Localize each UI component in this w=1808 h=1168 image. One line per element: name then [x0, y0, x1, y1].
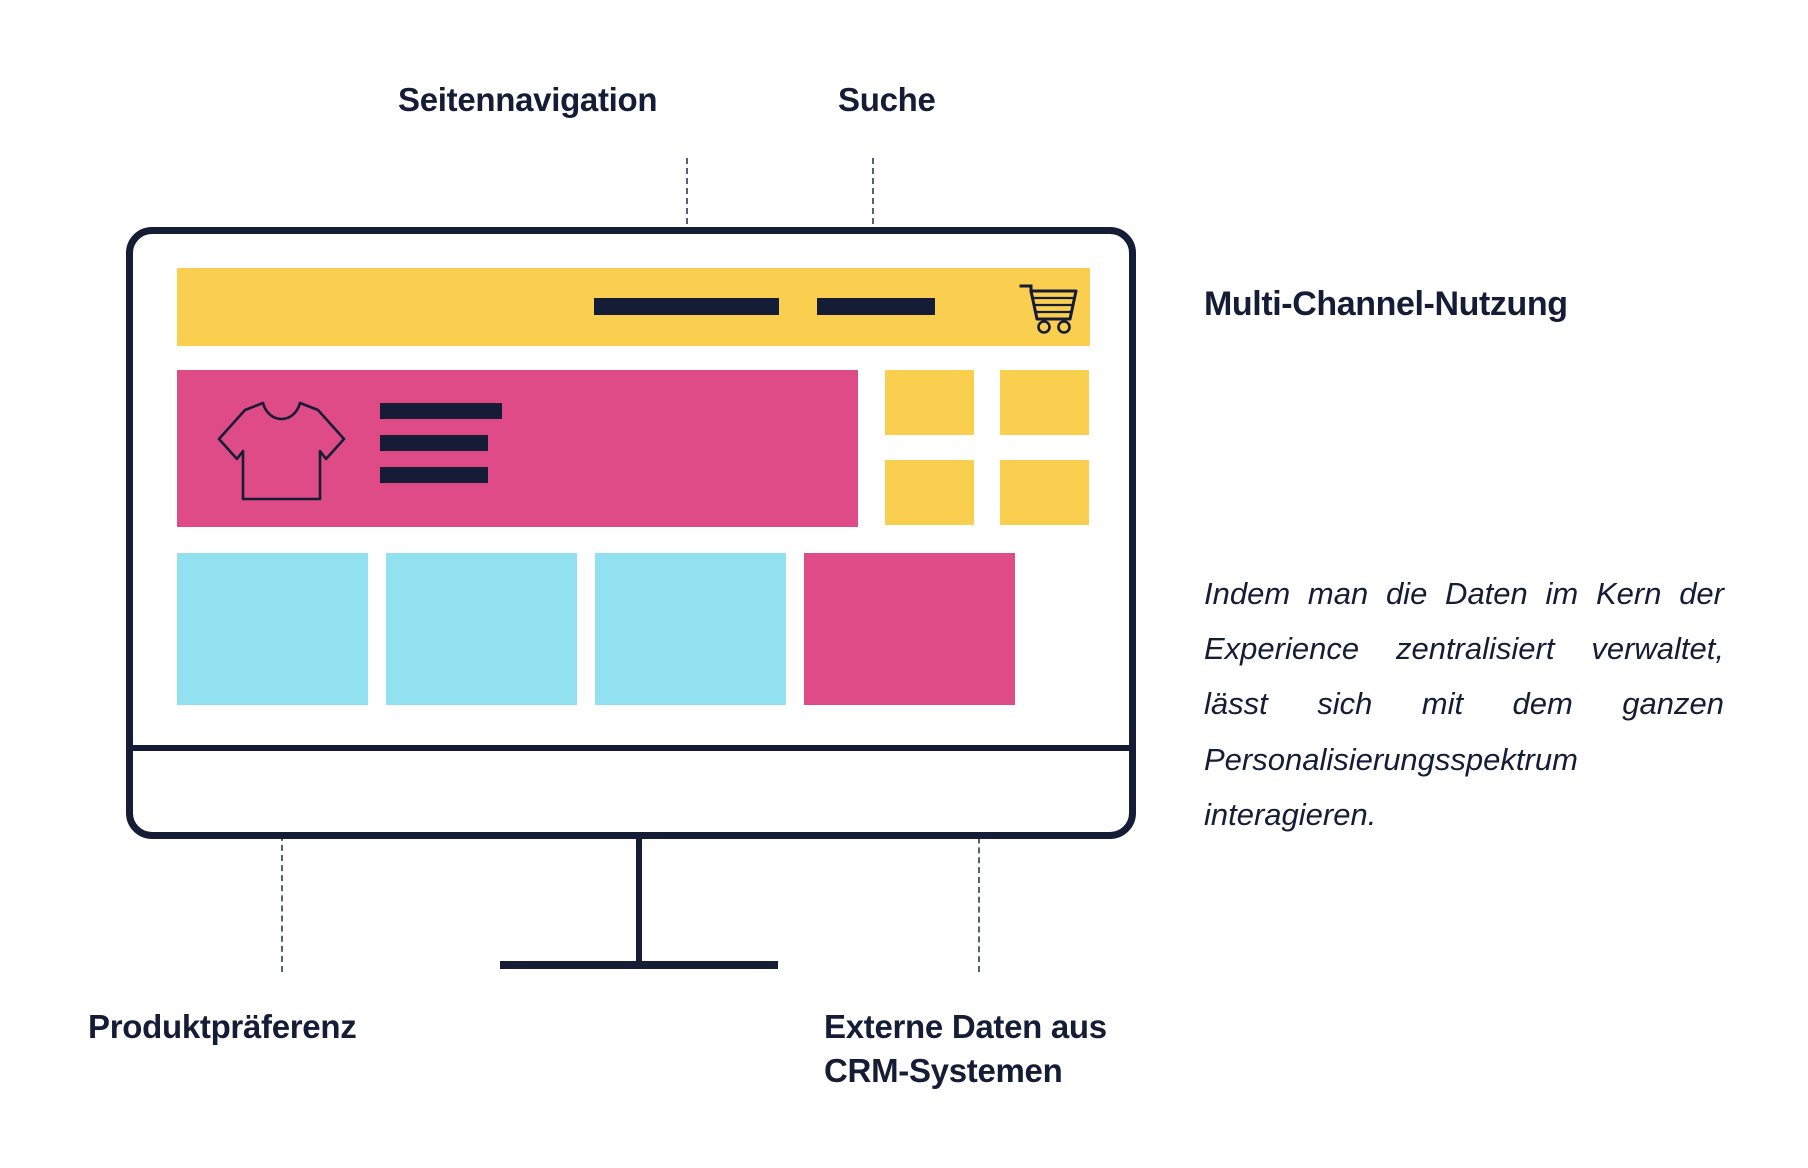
nav-item-placeholder-2[interactable] [817, 298, 935, 315]
nav-item-placeholder-1[interactable] [594, 298, 779, 315]
content-card-1[interactable] [177, 553, 368, 705]
body-paragraph: Indem man die Daten im Kern der Experien… [1204, 576, 1724, 832]
monitor-stand-base [500, 961, 778, 969]
connector-line-seitennavigation [686, 158, 688, 294]
tshirt-icon [215, 399, 348, 503]
annotation-label-produktpraeferenz: Produktpräferenz [88, 1008, 357, 1045]
monitor-bezel-divider [126, 745, 1136, 751]
content-card-crm[interactable] [804, 553, 1015, 705]
site-navigation-bar [177, 268, 1090, 346]
monitor-stand-neck [636, 839, 642, 967]
promo-tile-1[interactable] [885, 370, 974, 435]
content-card-2[interactable] [386, 553, 577, 705]
content-card-3[interactable] [595, 553, 786, 705]
shopping-cart-icon[interactable] [1018, 282, 1080, 334]
annotation-label-seitennavigation: Seitennavigation [398, 81, 658, 118]
annotation-label-externe-daten-crm: Externe Daten aus CRM-Systemen [824, 1008, 1107, 1089]
product-hero-panel [177, 370, 858, 527]
promo-tile-2[interactable] [1000, 370, 1089, 435]
hero-text-bar-1 [380, 403, 502, 419]
headline-multi-channel-nutzung: Multi-Channel-Nutzung [1204, 285, 1568, 323]
promo-tile-3[interactable] [885, 460, 974, 525]
connector-line-suche [872, 158, 874, 294]
annotation-label-suche: Suche [838, 81, 936, 118]
promo-tile-4[interactable] [1000, 460, 1089, 525]
hero-text-bar-2 [380, 435, 488, 451]
hero-text-bar-3 [380, 467, 488, 483]
screen-content [177, 268, 1090, 720]
